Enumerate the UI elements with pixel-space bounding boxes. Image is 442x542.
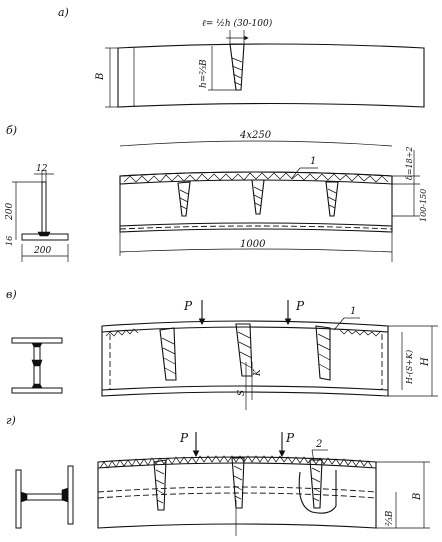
panel-g-pointer-label: 2: [315, 439, 322, 450]
panel-g-load-left: P: [179, 431, 189, 445]
panel-a-height-label: B: [95, 73, 106, 81]
panel-b-bottom-length-label: 1000: [240, 239, 266, 250]
panel-g-height-label: B: [412, 493, 423, 501]
panel-v-height-label: H: [420, 357, 431, 367]
panel-v-pointer-label: 1: [350, 306, 356, 317]
panel-b: б) 12 200 16 200 4x250: [5, 124, 428, 262]
panel-v-label: в): [6, 288, 17, 301]
panel-g-label: г): [6, 414, 16, 427]
panel-b-total-length-label: 4x250: [239, 130, 272, 141]
panel-b-label: б): [6, 124, 17, 137]
panel-v-wall-label: S: [237, 390, 247, 396]
panel-a-plate: [117, 43, 425, 108]
panel-v-beam: [101, 320, 389, 397]
panel-b-section-bottom-label: 16: [5, 236, 14, 246]
panel-v: в) P P K S: [6, 288, 438, 410]
panel-g-load-right: P: [285, 431, 295, 445]
panel-b-cross-section: 12 200 16 200: [5, 164, 69, 262]
panel-v-reduced-height-label: H-(S+K): [405, 350, 414, 385]
panel-g-cross-section: [15, 465, 74, 529]
panel-g-dash-depth-label: ⅔B: [385, 510, 395, 526]
panel-v-load-right: P: [295, 299, 305, 313]
panel-a: а) B ℓ= ½h (30-100) h=⅔B: [58, 6, 425, 108]
panel-v-weld-leg-label: K: [253, 368, 263, 377]
panel-b-pointer-label: 1: [310, 156, 316, 167]
panel-b-notch-depth-label: 100-150: [419, 189, 428, 222]
panel-b-section-height-label: 200: [5, 203, 15, 221]
panel-b-flange-width-label: 12: [36, 164, 48, 174]
panel-a-label: а): [58, 6, 69, 19]
panel-g: г) P P 2: [6, 414, 430, 536]
panel-v-load-left: P: [183, 299, 193, 313]
panel-v-cross-section: [11, 337, 63, 394]
panel-b-section-width-label: 200: [33, 246, 51, 256]
panel-a-notch-length-label: ℓ= ½h (30-100): [202, 18, 273, 29]
panel-a-notch-depth-label: h=⅔B: [199, 59, 209, 88]
panel-b-flange-thickness-label: δ=18÷2: [405, 147, 414, 181]
